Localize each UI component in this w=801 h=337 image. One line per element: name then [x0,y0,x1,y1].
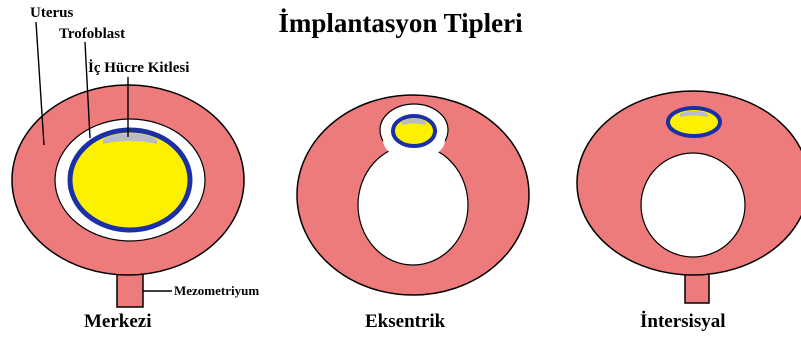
panel-intersisyal [577,91,801,303]
caption-eksentrik: Eksentrik [365,312,445,331]
uterine-lumen [358,145,468,265]
uterine-lumen [641,153,745,257]
label-uterus: Uterus [30,6,73,21]
trofoblast-layer [70,130,190,230]
label-trofoblast: Trofoblast [59,27,125,42]
label-mezometriyum: Mezometriyum [174,284,259,297]
label-ic-hucre-kitlesi: İç Hücre Kitlesi [88,61,189,76]
caption-intersisyal: İntersisyal [640,312,726,331]
panel-eksentrik [297,95,529,295]
caption-merkezi: Merkezi [84,312,152,331]
